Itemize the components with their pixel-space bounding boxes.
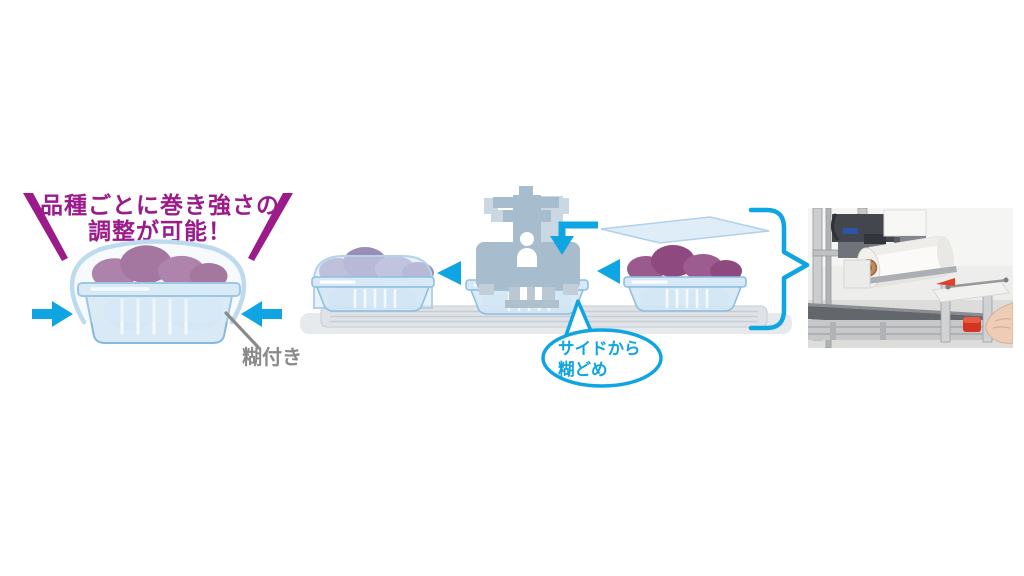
wrapping-machine-figure	[476, 186, 580, 308]
glue-label: 糊付き	[242, 345, 302, 369]
bubble-line1: サイドから	[558, 339, 641, 358]
headline-burst-right	[248, 193, 293, 261]
machine-photo	[808, 208, 1013, 348]
tray-wrapped-on-line	[310, 247, 436, 313]
headline-burst-left	[23, 193, 68, 261]
tray-body	[77, 282, 241, 344]
bubble-line2: 糊どめ	[558, 359, 608, 379]
glue-pointer-line	[224, 311, 260, 349]
tray-unwrapped-on-line	[622, 245, 748, 313]
film-feed-arrow-icon	[550, 221, 598, 255]
speech-bubble: サイドから 糊どめ	[541, 299, 663, 388]
operator-hand	[963, 302, 1013, 344]
headline: 品種ごとに巻き強さの 調整が可能！	[40, 192, 280, 244]
flow-arrow-icon	[437, 261, 461, 285]
headline-line1: 品種ごとに巻き強さの	[40, 192, 280, 218]
film-sheet	[600, 216, 770, 244]
conveyor-belt-photo	[808, 303, 1013, 340]
guide-assembly	[932, 277, 1010, 343]
flow-arrow-icon	[597, 259, 620, 284]
wrapped-tray-figure: 糊付き	[32, 239, 302, 369]
film-wrap	[69, 239, 247, 325]
brace-to-photo-icon	[748, 207, 810, 331]
inward-arrow-left-icon	[32, 301, 73, 327]
inward-arrow-right-icon	[241, 301, 282, 327]
red-lever	[936, 278, 955, 286]
